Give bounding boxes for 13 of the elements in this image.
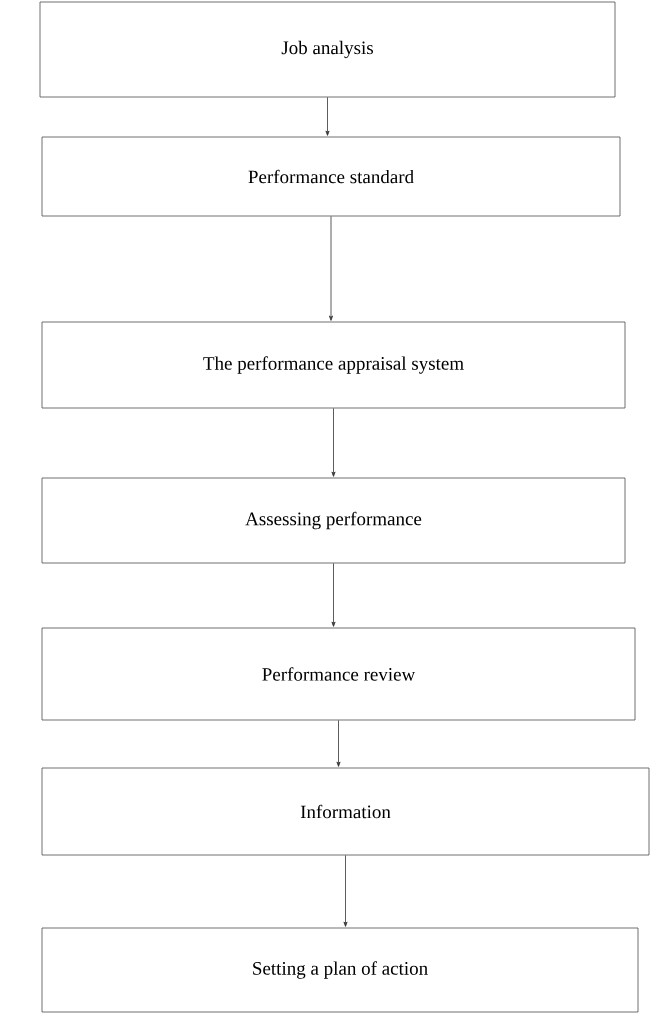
arrow	[331, 563, 336, 627]
arrow	[325, 97, 330, 136]
process-box: Information	[41, 767, 650, 856]
arrow	[329, 216, 333, 321]
process-box: Setting a plan of action	[41, 927, 639, 1013]
arrow	[331, 408, 336, 477]
process-box: The performance appraisal system	[41, 321, 626, 409]
process-box: Performance review	[41, 627, 636, 721]
arrow	[343, 855, 348, 927]
process-box: Assessing performance	[41, 477, 626, 564]
arrow	[336, 720, 341, 767]
process-box: Performance standard	[41, 136, 621, 217]
process-box: Job analysis	[39, 1, 616, 98]
